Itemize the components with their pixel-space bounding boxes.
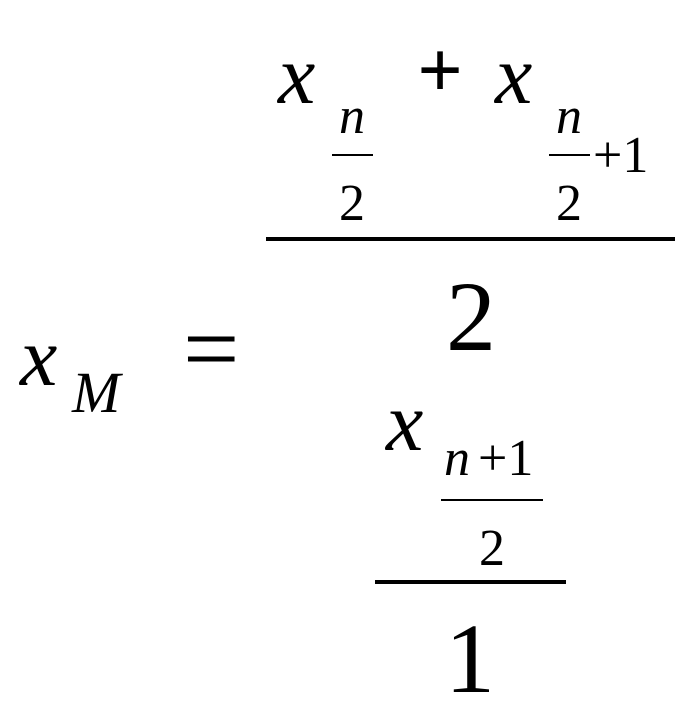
plus-sign: + bbox=[417, 27, 463, 115]
second-term-variable: x bbox=[384, 376, 423, 469]
lhs-variable: x bbox=[18, 311, 57, 404]
lhs-subscript: M bbox=[71, 360, 123, 425]
term1-sub-numerator: n bbox=[339, 88, 365, 145]
second-term-sub-numerator-tail: +1 bbox=[478, 430, 533, 487]
term2-sub-numerator: n bbox=[556, 88, 582, 145]
term2-variable: x bbox=[493, 29, 532, 122]
second-term-sub-numerator-var: n bbox=[444, 430, 470, 487]
term1-sub-denominator: 2 bbox=[339, 175, 365, 232]
second-fraction-denominator: 1 bbox=[445, 603, 495, 714]
second-term-sub-denominator: 2 bbox=[479, 520, 505, 577]
term2-sub-tail: +1 bbox=[593, 127, 648, 184]
equals-sign: = bbox=[183, 293, 239, 404]
term2-sub-denominator: 2 bbox=[556, 175, 582, 232]
term1-variable: x bbox=[276, 29, 315, 122]
first-fraction-denominator: 2 bbox=[446, 261, 496, 372]
